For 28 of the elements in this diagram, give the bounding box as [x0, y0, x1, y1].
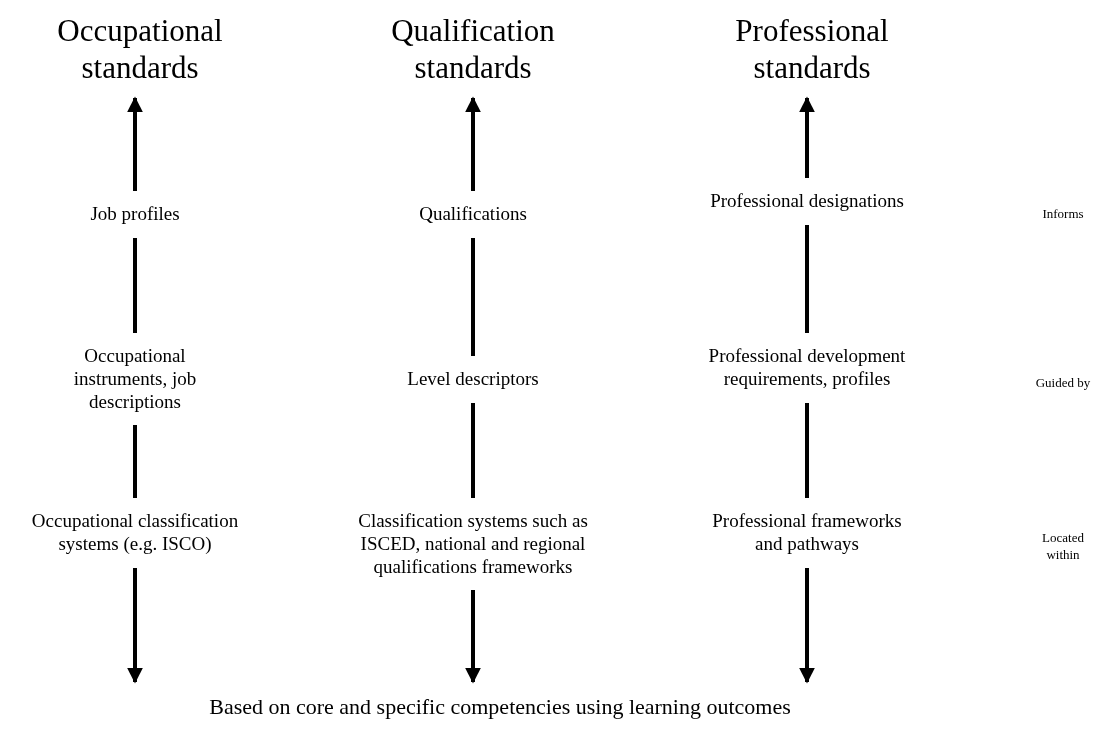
arrow	[127, 568, 143, 684]
connector-line	[471, 238, 475, 356]
node-label: Professional designations	[709, 190, 905, 213]
arrow	[465, 590, 481, 684]
footer-text: Based on core and specific competencies using learning outcomes	[208, 694, 792, 721]
column-heading: Professional standards	[734, 12, 890, 87]
row-label: Informs	[1041, 206, 1085, 223]
connector-line	[471, 403, 475, 498]
node-label: Professional development requirements, profiles	[707, 345, 907, 391]
node-label: Qualifications	[418, 203, 528, 226]
connector-line	[805, 403, 809, 498]
node-label: Occupational classification systems (e.g. ISCO)	[30, 510, 240, 556]
row-label: Guided by	[1034, 375, 1092, 392]
arrow	[799, 96, 815, 178]
arrow	[127, 96, 143, 191]
arrow	[465, 96, 481, 191]
connector-line	[805, 225, 809, 333]
row-label: Located within	[1041, 530, 1085, 564]
node-label: Classification systems such as ISCED, national and regional qualifications frameworks	[357, 510, 589, 579]
node-label: Occupational instruments, job descriptions	[72, 345, 198, 414]
node-label: Level descriptors	[406, 368, 540, 391]
node-label: Professional frameworks and pathways	[711, 510, 903, 556]
column-heading: Qualification standards	[390, 12, 556, 87]
arrow	[799, 568, 815, 684]
connector-line	[133, 425, 137, 498]
column-heading: Occupational standards	[56, 12, 224, 87]
connector-line	[133, 238, 137, 333]
node-label: Job profiles	[89, 203, 181, 226]
